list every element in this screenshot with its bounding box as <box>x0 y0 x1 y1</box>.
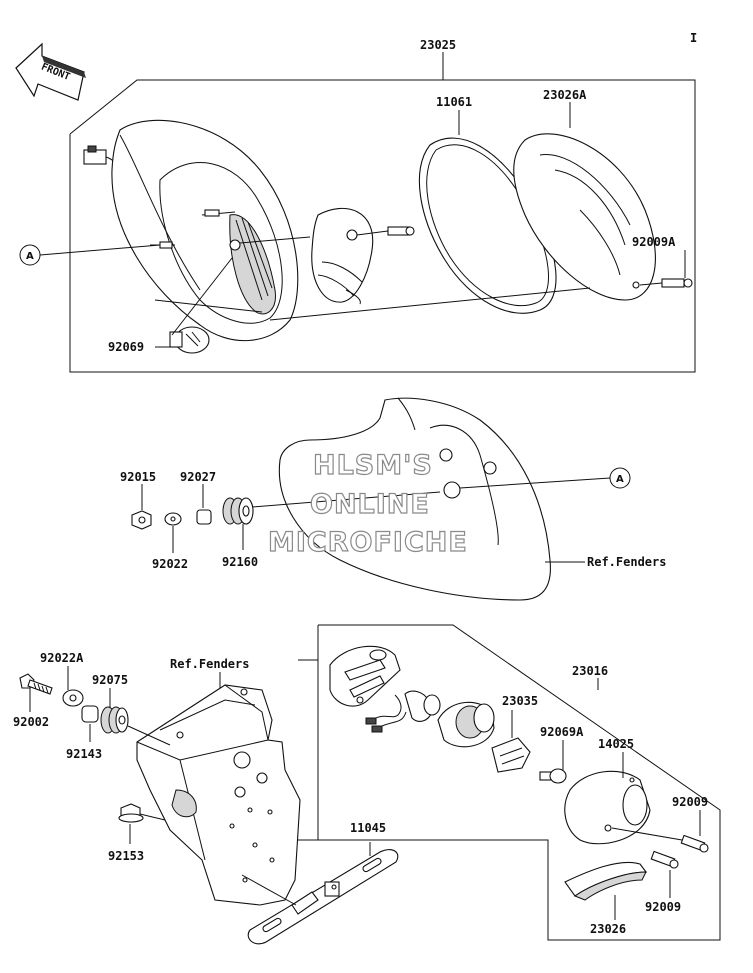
license-light-lens <box>564 770 651 845</box>
bulb-socket <box>365 690 441 733</box>
lens-gasket <box>418 137 557 314</box>
license-light-assembly-group: 23016 23035 <box>298 624 721 941</box>
taillight-assembly-group: 23025 <box>19 38 696 373</box>
wedge-bulb <box>539 768 567 784</box>
part-label-92009: 92009 <box>645 900 681 914</box>
fastener-stack <box>131 484 254 553</box>
part-label-92022A: 92022A <box>40 651 84 665</box>
part-label-92015: 92015 <box>120 470 156 484</box>
bulb-socket-cap <box>311 207 374 305</box>
ref-fenders-label: Ref.Fenders <box>170 657 249 671</box>
socket-clip <box>491 737 531 773</box>
part-label-11061: 11061 <box>436 95 472 109</box>
part-label-23026: 23026 <box>590 922 626 936</box>
part-label-23035: 23035 <box>502 694 538 708</box>
rear-fender-group: A Ref.Fenders <box>251 397 666 601</box>
callout-a-label: A <box>26 251 34 262</box>
screw <box>356 226 415 236</box>
part-label-92143: 92143 <box>66 747 102 761</box>
part-label-92160: 92160 <box>222 555 258 569</box>
callout-a-label: A <box>616 474 624 485</box>
part-label-23025: 23025 <box>420 38 456 52</box>
bolt <box>19 673 53 695</box>
part-label-92075: 92075 <box>92 673 128 687</box>
screw <box>650 850 679 869</box>
license-plate-holder <box>247 849 399 945</box>
bulb <box>169 326 210 354</box>
watermark-line-1: HLSM'S <box>313 450 433 481</box>
part-label-23026A: 23026A <box>543 88 587 102</box>
socket-holder <box>437 701 495 748</box>
part-label-23016: 23016 <box>572 664 608 678</box>
watermark-line-3: MICROFICHE <box>268 527 468 558</box>
flange-bolt <box>118 803 166 823</box>
ref-fenders-label: Ref.Fenders <box>587 555 666 569</box>
license-light-cover <box>564 861 648 901</box>
part-label-92022: 92022 <box>152 557 188 571</box>
part-label-92069A: 92069A <box>540 725 584 739</box>
part-label-11045: 11045 <box>350 821 386 835</box>
part-label-92153: 92153 <box>108 849 144 863</box>
part-label-92002: 92002 <box>13 715 49 729</box>
watermark-line-2: ONLINE <box>310 489 430 520</box>
part-label-92069: 92069 <box>108 340 144 354</box>
screw <box>611 827 709 853</box>
license-bracket-group: Ref.Fenders <box>13 651 399 945</box>
page-mark: I <box>690 31 697 45</box>
taillight-lens <box>513 133 656 301</box>
taillight-housing <box>111 119 299 342</box>
part-label-14025: 14025 <box>598 737 634 751</box>
grommet <box>100 706 129 734</box>
part-label-92027: 92027 <box>180 470 216 484</box>
license-light-base <box>329 645 401 707</box>
watermark: HLSM'S ONLINE MICROFICHE <box>267 449 468 558</box>
collar <box>81 705 99 723</box>
screw <box>639 250 693 288</box>
part-label-92009: 92009 <box>672 795 708 809</box>
part-label-92009A: 92009A <box>632 235 676 249</box>
front-arrow-icon: FRONT <box>15 42 86 101</box>
